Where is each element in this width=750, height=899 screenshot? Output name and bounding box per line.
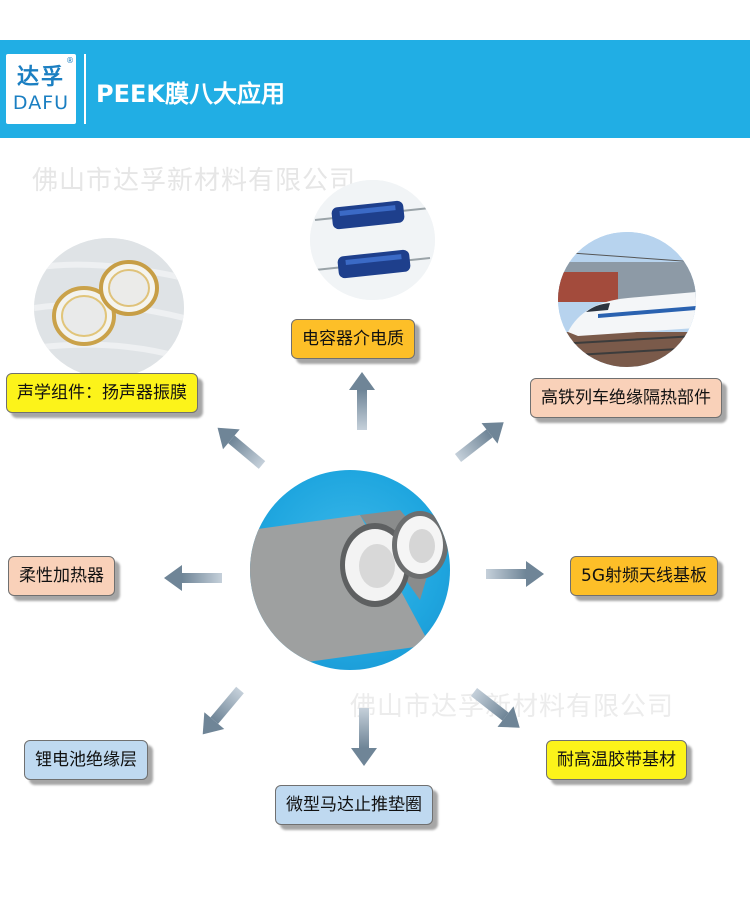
logo: 达孚 DAFU ® (0, 40, 86, 138)
capacitor-image (310, 180, 435, 300)
header-bar: 达孚 DAFU ® PEEK膜八大应用 (0, 40, 750, 138)
arrow-up-icon (349, 372, 375, 430)
label-lithium-battery-insulation: 锂电池绝缘层 (24, 740, 148, 780)
label-acoustic-speaker-membrane: 声学组件：扬声器振膜 (6, 373, 198, 413)
arrow-down-right-icon (470, 688, 520, 728)
arrow-right-icon (486, 561, 544, 587)
arrow-up-right-icon (454, 422, 504, 462)
logo-english: DAFU (12, 92, 70, 114)
label-5g-antenna-substrate: 5G射频天线基板 (570, 556, 718, 596)
label-capacitor-dielectric: 电容器介电质 (291, 319, 415, 359)
logo-chinese: 达孚 (16, 65, 65, 90)
arrow-left-icon (164, 565, 222, 591)
arrow-down-icon (351, 708, 377, 766)
logo-registered-mark: ® (66, 56, 74, 65)
label-high-temp-tape-substrate: 耐高温胶带基材 (546, 740, 687, 780)
peek-film-roll-image (250, 470, 450, 670)
arrow-up-left-icon (217, 427, 266, 469)
watermark-top: 佛山市达孚新材料有限公司 (32, 166, 357, 196)
label-micro-motor-washer: 微型马达止推垫圈 (275, 785, 433, 825)
logo-box: 达孚 DAFU ® (6, 54, 76, 124)
arrow-down-left-icon (202, 686, 244, 735)
header-divider (84, 54, 86, 124)
acoustic-membrane-image (34, 238, 184, 378)
high-speed-train-image (558, 232, 696, 367)
label-flexible-heater: 柔性加热器 (8, 556, 115, 596)
page-title: PEEK膜八大应用 (96, 80, 285, 108)
label-train-insulation: 高铁列车绝缘隔热部件 (530, 378, 722, 418)
